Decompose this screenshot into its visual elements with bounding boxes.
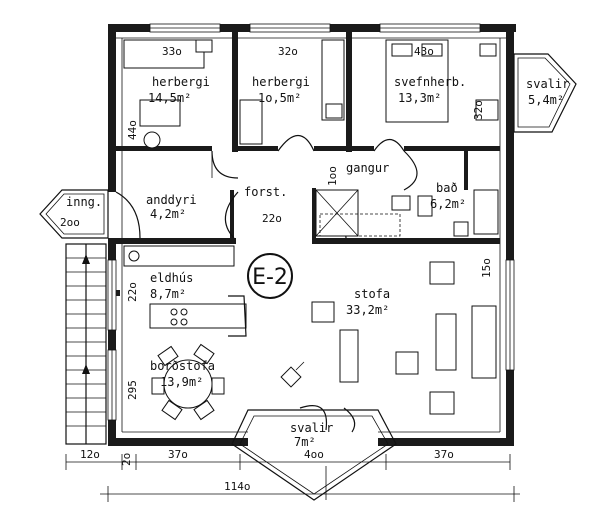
anddyri-name: anddyri — [146, 193, 197, 207]
dim-total: 114o — [224, 480, 251, 493]
bad-area: 6,2m² — [430, 197, 466, 211]
herbergi1-width: 33o — [162, 45, 182, 58]
living-room-furniture — [311, 261, 497, 415]
stofa-area: 33,2m² — [346, 303, 389, 317]
svefnherb-width: 43o — [414, 45, 434, 58]
staircase — [65, 243, 107, 445]
forst-name: forst. — [244, 185, 287, 199]
herbergi2-area: 1o,5m² — [258, 91, 301, 105]
south-svalir-area: 7m² — [294, 435, 316, 449]
herbergi1-name: herbergi — [152, 75, 210, 89]
kitchen-counter — [123, 245, 247, 337]
west-entrance — [39, 189, 109, 239]
dim-segment-2: 37o — [168, 448, 188, 461]
svefnherb-depth: 32o — [472, 100, 485, 120]
unit-id: E-2 — [252, 265, 288, 290]
interior-walls — [116, 32, 500, 296]
gangur-width: 1oo — [326, 166, 339, 186]
south-balcony — [231, 409, 397, 501]
herbergi2-width: 32o — [278, 45, 298, 58]
forst-width: 22o — [262, 212, 282, 225]
bedroom-furniture — [123, 39, 499, 149]
inng-width: 2oo — [60, 216, 80, 229]
bad-name: bað — [436, 181, 458, 195]
east-svalir-name: svalir — [526, 77, 569, 91]
bathroom-fixtures — [315, 189, 499, 237]
south-svalir-name: svalir — [290, 421, 333, 435]
stofa-depth: 15o — [480, 258, 493, 278]
herbergi1-depth: 44o — [126, 120, 139, 140]
bordstofa-depth: 295 — [126, 380, 139, 400]
gangur-name: gangur — [346, 161, 389, 175]
dimension-lines — [65, 454, 520, 502]
bordstofa-name: borðstofa — [150, 359, 215, 373]
dimension-labels: 12o 2o 37o 4oo 37o 114o — [80, 448, 454, 493]
svefnherb-name: svefnherb. — [394, 75, 466, 89]
dim-segment-4: 37o — [434, 448, 454, 461]
anddyri-area: 4,2m² — [150, 207, 186, 221]
bordstofa-area: 13,9m² — [160, 375, 203, 389]
svefnherb-area: 13,3m² — [398, 91, 441, 105]
herbergi2-name: herbergi — [252, 75, 310, 89]
east-balcony — [513, 53, 577, 133]
east-svalir-area: 5,4m² — [528, 93, 564, 107]
inng-name: inng. — [66, 195, 102, 209]
eldhus-area: 8,7m² — [150, 287, 186, 301]
unit-marker: E-2 — [247, 253, 293, 299]
windows — [107, 23, 515, 421]
dining-table — [151, 343, 305, 421]
stofa-name: stofa — [354, 287, 390, 301]
eldhus-name: eldhús — [150, 271, 193, 285]
room-labels: 33o herbergi 14,5m² 44o 32o herbergi 1o,… — [60, 45, 569, 449]
dim-segment-3: 4oo — [304, 448, 324, 461]
dim-small-left: 2o — [120, 453, 133, 466]
eldhus-depth: 22o — [126, 282, 139, 302]
dim-segment-1: 12o — [80, 448, 100, 461]
herbergi1-area: 14,5m² — [148, 91, 191, 105]
